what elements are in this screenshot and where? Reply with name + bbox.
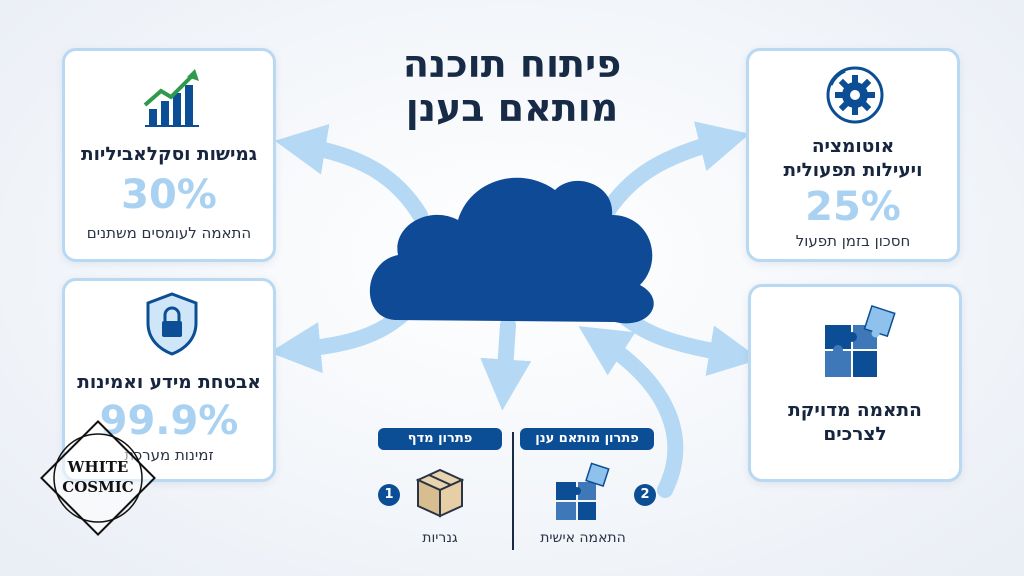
- custom-cloud-tag: פתרון מותאם ענן: [520, 428, 654, 450]
- scalability-heading: גמישות וסקלאביליות: [80, 144, 258, 165]
- off-shelf-caption: גנריות: [422, 530, 458, 546]
- title-line-1: פיתוח תוכנה: [402, 42, 622, 86]
- off-shelf-tag: פתרון מדף: [378, 428, 502, 450]
- fit-heading-line-1: התאמה מדויקת: [788, 400, 922, 421]
- arrow-to-scalability: [274, 123, 428, 223]
- automation-heading-line-2: ויעילות תפעולית: [783, 160, 923, 181]
- arrow-to-automation: [597, 121, 750, 223]
- title-line-2: מותאם בענן: [405, 86, 619, 130]
- arrow-to-bottom: [480, 317, 532, 411]
- gear-icon: [826, 66, 884, 124]
- page-title: פיתוח תוכנה מותאם בענן: [330, 42, 694, 130]
- box-icon: [415, 468, 465, 518]
- scalability-value: 30%: [121, 172, 217, 218]
- automation-caption: חסכון בזמן תפעול: [795, 232, 911, 250]
- watermark-line-1: WHITE: [67, 458, 129, 476]
- fit-card: התאמה מדויקת לצרכים: [748, 284, 962, 482]
- custom-cloud-number: 2: [634, 484, 656, 506]
- automation-heading: אוטומציה ויעילות תפעולית: [749, 135, 957, 183]
- custom-cloud-caption: התאמה אישית: [540, 530, 626, 546]
- arrow-from-custom: [578, 326, 684, 498]
- cloud-icon: [369, 177, 654, 324]
- puzzle-icon: [825, 305, 896, 377]
- scalability-card: גמישות וסקלאביליות 30% התאמה לעומסים משת…: [62, 48, 276, 262]
- security-value: 99.9%: [99, 398, 239, 444]
- automation-card: אוטומציה ויעילות תפעולית 25% חסכון בזמן …: [746, 48, 960, 262]
- fit-heading: התאמה מדויקת לצרכים: [751, 399, 959, 447]
- shield-lock-icon: [146, 292, 198, 356]
- comparison-divider: [512, 432, 514, 550]
- automation-heading-line-1: אוטומציה: [811, 136, 895, 157]
- watermark-logo: [40, 420, 156, 536]
- fit-heading-line-2: לצרכים: [823, 424, 887, 445]
- security-caption: זמינות מערכת: [124, 446, 214, 464]
- custom-puzzle-icon: [556, 462, 610, 520]
- bar-chart-growth-icon: [143, 69, 199, 127]
- automation-value: 25%: [805, 184, 901, 230]
- security-heading: אבטחת מידע ואמינות: [77, 372, 261, 393]
- off-shelf-number: 1: [378, 484, 400, 506]
- watermark-line-2: COSMIC: [62, 478, 134, 496]
- scalability-caption: התאמה לעומסים משתנים: [86, 224, 252, 242]
